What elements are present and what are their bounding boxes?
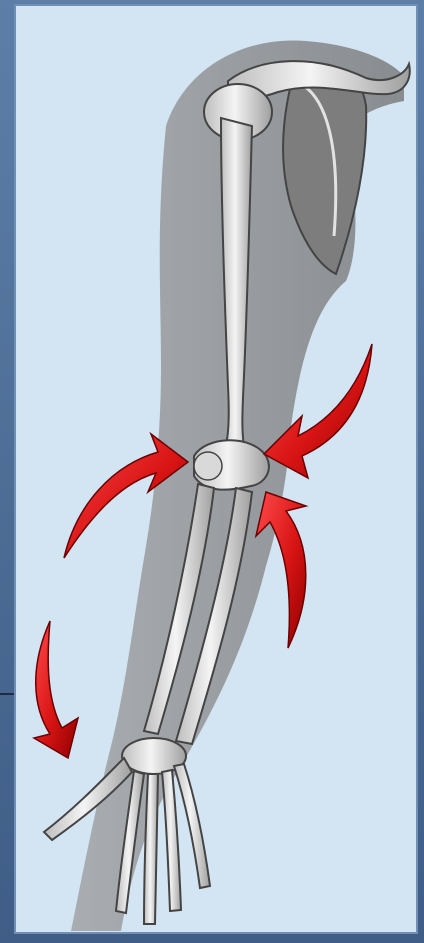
illustration-panel	[14, 4, 418, 934]
arm-bones-illustration	[16, 6, 418, 934]
arrow-wrist	[34, 621, 78, 758]
